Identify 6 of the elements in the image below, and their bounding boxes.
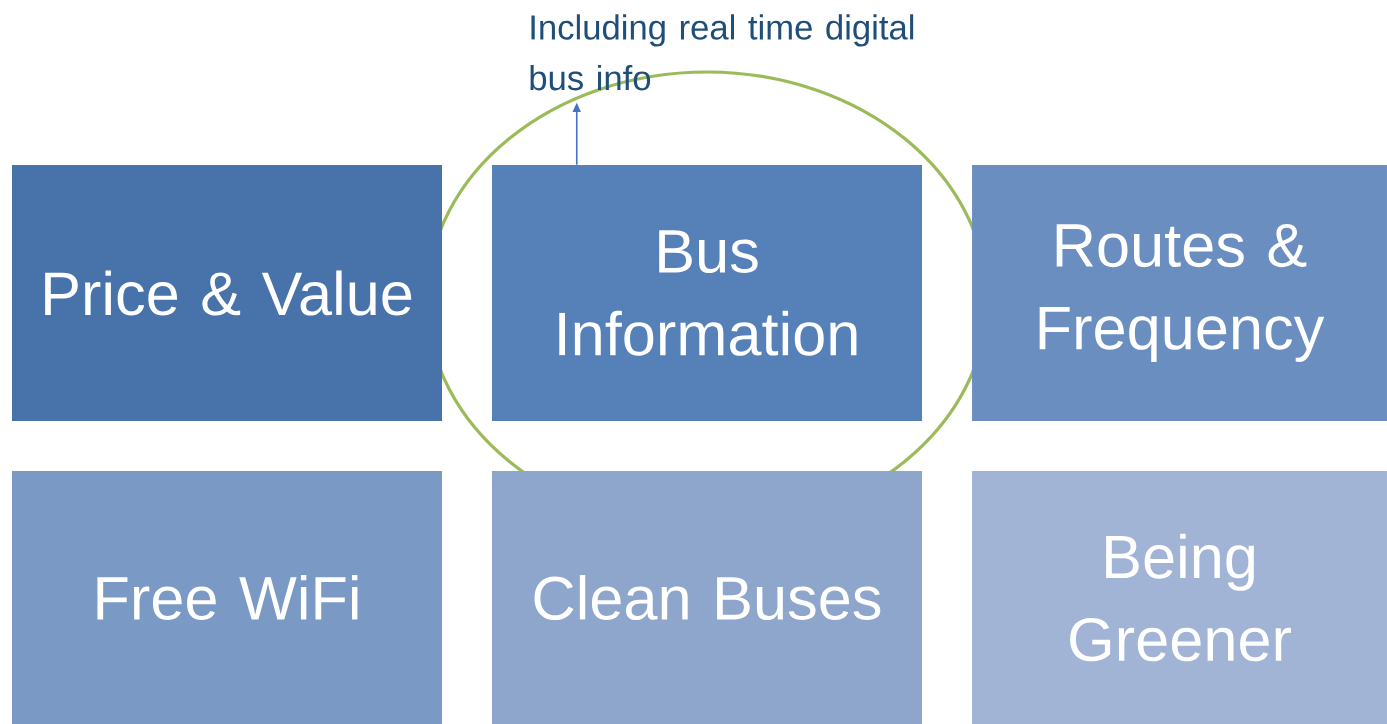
category-box: Free WiFi [12, 470, 442, 724]
category-box: Being Greener [972, 470, 1387, 724]
category-box: Price & Value [12, 165, 442, 421]
category-box: Bus Information [492, 165, 922, 421]
category-box: Routes & Frequency [972, 165, 1387, 421]
category-box: Clean Buses [492, 470, 922, 724]
